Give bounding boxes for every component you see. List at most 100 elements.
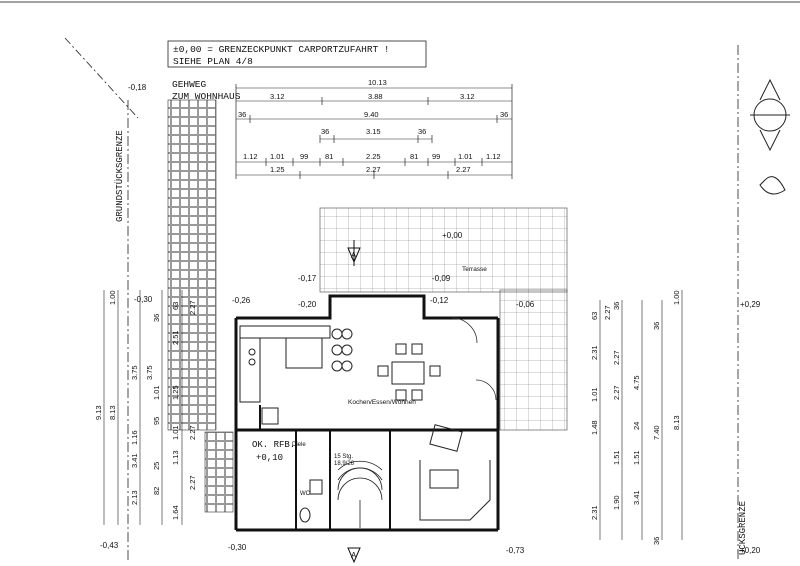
dim-right-near-a: 63	[590, 312, 599, 320]
dim-chains-top	[236, 87, 512, 176]
dim-top-r2-a: 3.12	[270, 92, 285, 101]
dim-top-r2-c: 3.12	[460, 92, 475, 101]
level-brr: +0,20	[740, 546, 761, 555]
kitchen-counter	[239, 325, 331, 425]
dim-right-near-b: 2.27	[603, 305, 612, 320]
paver-path-lower	[204, 431, 234, 513]
dim-chains-right	[599, 290, 683, 540]
dim-text-right: 1.00 8.13 36 4.75 7.40 36 2.31 2.27 1.01…	[590, 290, 681, 545]
section-marker-top: A	[347, 240, 361, 266]
stair-label-1: 15 Stg.	[334, 454, 353, 460]
dim-left-inner-e: 95	[152, 417, 161, 425]
header-line-1: ±0,00 = GRENZECKPUNKT CARPORTZUFAHRT !	[173, 44, 390, 55]
terrace-upper	[319, 207, 568, 293]
dim-top-r6-2: 2.27	[366, 165, 381, 174]
dim-left-near-e: 1.13	[171, 450, 180, 465]
kitchen-label: Kochen/Essen/Wohnen	[348, 399, 416, 406]
dim-left-near-c: 1.01	[171, 425, 180, 440]
diele-label: Diele	[292, 442, 306, 448]
dim-top-r5-6: 81	[410, 152, 418, 161]
dim-right-near-e: 2.31	[590, 505, 599, 520]
dim-top-r2-b: 3.88	[368, 92, 383, 101]
level-left-mid: -0,30	[134, 295, 153, 304]
dim-right-extra-b: 36	[652, 537, 661, 545]
level-ne: -0,09	[432, 274, 451, 283]
building-walls	[234, 294, 500, 532]
level-w: -0,26	[232, 296, 251, 305]
dim-left-near-a: 63	[171, 302, 180, 310]
level-right: +0,29	[740, 300, 761, 309]
level-bm: -0,30	[228, 543, 247, 552]
dim-left-near-g: 2.27	[188, 475, 197, 490]
dim-right-inner-d: 1.01	[590, 387, 599, 402]
dim-left-total: 9.13	[94, 405, 103, 420]
dim-left-inner-a: 36	[152, 314, 161, 322]
dim-left-near-b: 2.27	[188, 300, 197, 315]
level-e: -0,06	[516, 300, 535, 309]
dim-top-r5-9: 1.12	[486, 152, 501, 161]
tree-symbol	[750, 78, 790, 195]
level-markers: -0,18 +0,00 -0,17 -0,09 -0,26 -0,20 -0,1…	[100, 83, 761, 555]
dim-top-r5-7: 99	[432, 152, 440, 161]
level-bl: -0,43	[100, 541, 119, 550]
property-line-diagonal	[64, 37, 139, 119]
dim-left-near-d: 2.27	[188, 425, 197, 440]
ok-level-value: +0,10	[256, 453, 283, 463]
terrace-side	[499, 289, 568, 431]
dim-top-r5-1: 1.12	[243, 152, 258, 161]
dim-text-left: 9.13 1.00 8.13 3.75 2.13 3.41 3.75 36 2.…	[94, 290, 197, 520]
level-br: -0,73	[506, 546, 525, 555]
dim-top-r4-c: 36	[418, 127, 426, 136]
dim-left-mid-b: 2.13	[130, 490, 139, 505]
dim-top-r5-4: 81	[325, 152, 333, 161]
dim-chains-left	[103, 290, 183, 525]
dim-left-mid-d: 3.75	[145, 365, 154, 380]
dim-right-inner-f: 24	[632, 422, 641, 430]
dim-left-inner-c: 1.25	[171, 385, 180, 400]
dim-ticks-top	[235, 84, 513, 179]
level-nw2: -0,20	[298, 300, 317, 309]
section-marker-bottom: A	[347, 547, 361, 564]
dim-top-r5-2: 1.01	[270, 152, 285, 161]
dim-top-r3-b: 9.40	[364, 110, 379, 119]
level-top-left: -0,18	[128, 83, 147, 92]
terrace-label: Terrasse	[462, 266, 487, 273]
dim-left-inner-b: 2.51	[171, 330, 180, 345]
interior-walls	[259, 405, 391, 530]
dim-right-inner-g: 1.90	[612, 495, 621, 510]
dim-left-inner-g: 25	[152, 462, 161, 470]
level-ne2: -0,12	[430, 296, 449, 305]
ok-rfb-label: OK. RFB.	[252, 440, 295, 450]
dim-top-r6-1: 1.25	[270, 165, 285, 174]
dim-top-r3-a: 36	[238, 110, 246, 119]
header-note: ±0,00 = GRENZECKPUNKT CARPORTZUFAHRT ! S…	[167, 40, 427, 68]
header-line-2: SIEHE PLAN 4/8	[173, 56, 253, 67]
paver-path	[167, 99, 217, 431]
section-a-bottom-label: A	[351, 551, 357, 560]
dim-right-mid-b: 4.75	[632, 375, 641, 390]
dim-right-inner-e: 2.27	[612, 385, 621, 400]
dim-right-mid-c: 7.40	[652, 425, 661, 440]
dim-left-outer-b: 8.13	[108, 405, 117, 420]
dim-top-r6-3: 2.27	[456, 165, 471, 174]
dim-right-mid-a: 36	[652, 322, 661, 330]
dim-right-total-a: 1.00	[672, 290, 681, 305]
dim-left-mid-c: 3.41	[130, 453, 139, 468]
dim-left-outer-a: 1.00	[108, 290, 117, 305]
dim-right-near-d: 1.51	[612, 450, 621, 465]
wc-fixtures	[299, 479, 323, 523]
dim-right-inner-b: 2.31	[590, 345, 599, 360]
door-swings	[451, 317, 497, 401]
dim-right-inner-a: 36	[612, 302, 621, 310]
dining-table	[377, 343, 441, 401]
gehweg-label: GEHWEG	[172, 79, 207, 90]
dim-right-inner-h: 3.41	[632, 490, 641, 505]
dim-left-mid-a: 3.75	[130, 365, 139, 380]
dim-right-near-c: 1.48	[590, 420, 599, 435]
zum-wohnhaus-label: ZUM WOHNHAUS	[172, 91, 241, 102]
dim-top-total: 10.13	[368, 78, 387, 87]
dim-top-r5-3: 99	[300, 152, 308, 161]
section-a-top-label: A	[351, 251, 357, 260]
dim-right-total-b: 8.13	[672, 415, 681, 430]
